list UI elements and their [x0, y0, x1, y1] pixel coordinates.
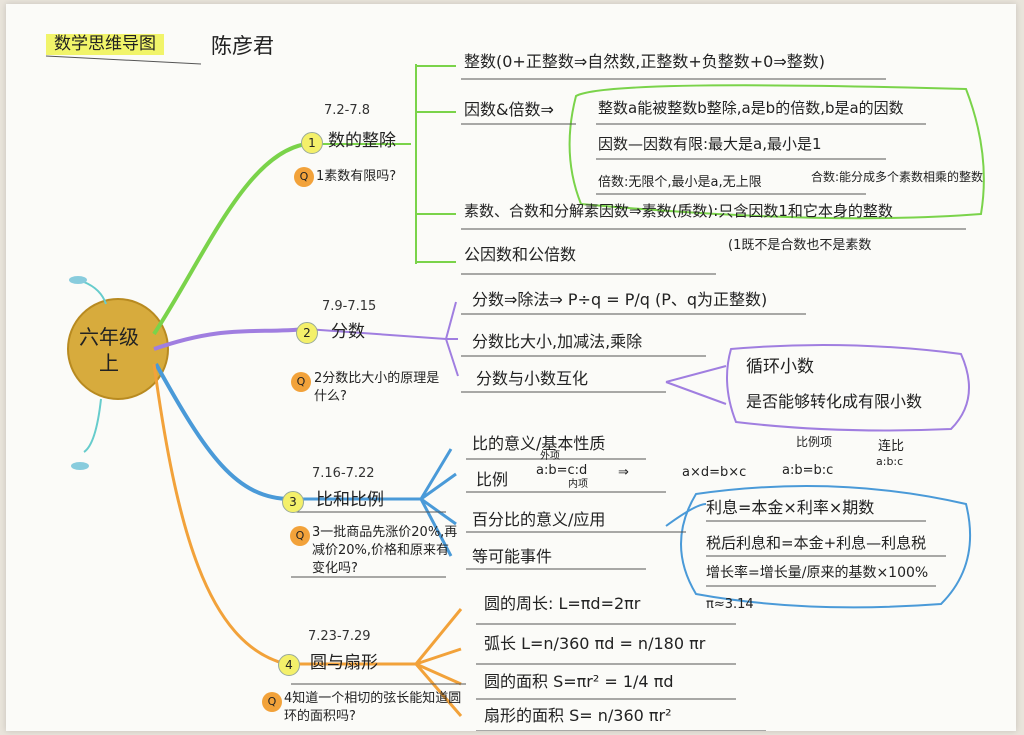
branch-2-line	[153, 327, 307, 351]
branch-2-subleaf-loop	[726, 344, 970, 432]
branch-4-leaf-2: 弧长 L=n/360 πd = n/180 πr	[484, 634, 706, 653]
page-title: 数学思维导图	[46, 34, 164, 55]
proportion-inner-term: 外项	[540, 451, 560, 462]
leaf-decor-top	[69, 276, 87, 284]
branch-4-question: 4知道一个相切的弦长能知道圆环的面积吗?	[284, 691, 462, 724]
branch-1-leaf-1: 整数(0+正整数⇒自然数,正整数+负整数+0⇒整数)	[464, 52, 825, 71]
branch-2-leaf-1: 分数⇒除法⇒ P÷q = P/q (P、q为正整数)	[472, 290, 768, 309]
branch-3-number-badge: 3	[282, 491, 304, 513]
branch-2-number-badge: 2	[296, 322, 318, 344]
branch-1-leaf-3: 素数、合数和分解素因数⇒素数(质数):只含因数1和它本身的整数	[464, 202, 893, 220]
branch-4-line	[152, 363, 287, 666]
branch-3-line	[154, 363, 292, 501]
branch-3-title: 比和比例	[316, 490, 384, 510]
branch-3-subleaf-loop	[680, 485, 972, 609]
branch-1-subleaf-loop	[568, 84, 985, 220]
proportion-equation: a×d=b×c	[682, 465, 747, 480]
proportion-continued-equation: a:b:c	[876, 455, 904, 468]
branch-4-date: 7.23-7.29	[308, 629, 371, 644]
branch-2-subleaf-2: 是否能够转化成有限小数	[746, 392, 923, 411]
branch-2-leaf-3: 分数与小数互化	[476, 369, 589, 388]
branch-1-leaf-4: 公因数和公倍数	[464, 245, 577, 264]
branch-1-note-one: (1既不是合数也不是素数	[728, 238, 872, 253]
proportion-continued-label: 连比	[878, 439, 905, 454]
branch-1-question: 1素数有限吗?	[316, 169, 397, 184]
branch-2-question-icon: Q	[291, 372, 311, 392]
branch-3-question: 3一批商品先涨价20%,再减价20%,价格和原来有变化吗?	[312, 525, 458, 576]
proportion-ratio-label: 比例项	[796, 435, 833, 449]
branch-1-subleaf-1: 整数a能被整数b整除,a是b的倍数,b是a的因数	[598, 99, 904, 117]
branch-1-title: 数的整除	[328, 131, 396, 151]
branch-3-leaf-4: 等可能事件	[472, 547, 553, 566]
proportion-arrow: ⇒	[618, 465, 629, 480]
branch-4-leaf-4: 扇形的面积 S= n/360 πr²	[484, 706, 672, 725]
branch-1-line	[152, 142, 307, 336]
branch-4-question-icon: Q	[262, 692, 282, 712]
root-label: 六年级 上	[68, 324, 150, 376]
leaf-decor-bottom	[71, 462, 89, 470]
branch-3-subleaf-2: 税后利息和=本金+利息—利息税	[706, 534, 927, 552]
proportion-ratio-equation: a:b=b:c	[782, 463, 834, 478]
proportion-outer-term: 内项	[568, 479, 588, 490]
branch-2-title: 分数	[331, 322, 365, 342]
sprout-top	[83, 281, 107, 305]
branch-2-subleaf-1: 循环小数	[746, 357, 814, 377]
branch-4-leaf-3: 圆的面积 S=πr² = 1/4 πd	[484, 672, 674, 691]
sprout-bottom	[83, 398, 102, 453]
branch-3-subleaf-3: 增长率=增长量/原来的基数×100%	[706, 565, 929, 581]
branch-1-question-icon: Q	[294, 167, 314, 187]
branch-3-subleaf-1: 利息=本金×利率×期数	[706, 498, 875, 517]
mind-map-paper: 数学思维导图 陈彦君 六年级 上 7.2-7.8 1 数的整除 Q 1素数有限吗…	[6, 4, 1016, 731]
branch-1-number-badge: 1	[301, 132, 323, 154]
mind-map-connectors	[45, 55, 985, 731]
branch-1-leaf-2: 因数&倍数⇒	[464, 100, 554, 119]
root-node	[67, 298, 169, 400]
author-name: 陈彦君	[211, 34, 274, 58]
branch-4-leaf-1: 圆的周长: L=πd=2πr	[484, 594, 641, 613]
root-label-line2: 上	[99, 351, 119, 375]
proportion-abcd: a:b=c:d	[536, 463, 588, 478]
branch-4-number-badge: 4	[278, 654, 300, 676]
branch-3-date: 7.16-7.22	[312, 466, 375, 481]
branch-2-leaf-2: 分数比大小,加减法,乘除	[472, 332, 643, 351]
branch-3-leaf-1: 比的意义/基本性质	[472, 434, 606, 453]
branch-1-subleaf-3: 倍数:无限个,最小是a,无上限	[598, 175, 762, 190]
root-label-line1: 六年级	[79, 325, 139, 349]
branch-1-note-composite: 合数:能分成多个素数相乘的整数	[811, 170, 984, 184]
branch-1-subleaf-2: 因数—因数有限:最大是a,最小是1	[598, 135, 822, 153]
branch-2-date: 7.9-7.15	[322, 299, 377, 314]
branch-2-question: 2分数比大小的原理是什么?	[314, 371, 440, 404]
branch-3-leaf-3: 百分比的意义/应用	[472, 510, 606, 529]
branch-3-question-icon: Q	[290, 526, 310, 546]
branch-4-pi-note: π≈3.14	[706, 597, 754, 612]
branch-1-date: 7.2-7.8	[324, 103, 371, 118]
branch-3-leaf-2: 比例	[476, 470, 509, 489]
branch-4-title: 圆与扇形	[310, 653, 378, 673]
